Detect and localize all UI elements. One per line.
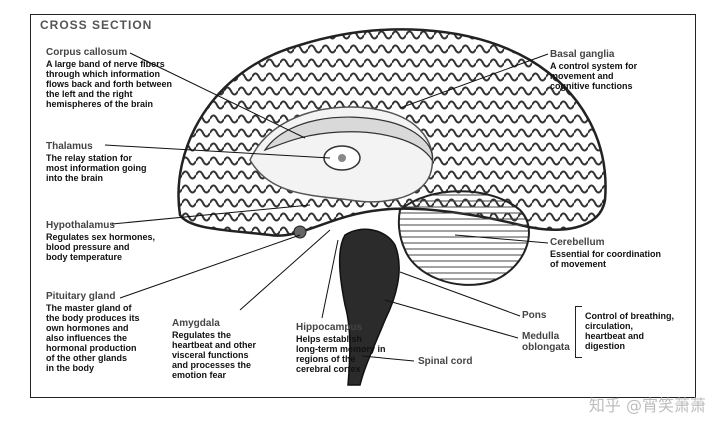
label-pons: Pons [522, 310, 572, 322]
label-pituitary-gland: Pituitary gland The master gland of the … [46, 291, 166, 373]
label-thalamus: Thalamus The relay station for most info… [46, 141, 166, 183]
label-hippocampus: Hippocampus Helps establish long-term me… [296, 322, 406, 374]
label-brainstem-function: Control of breathing, circulation, heart… [585, 311, 690, 351]
label-spinal-cord: Spinal cord [418, 356, 498, 368]
watermark: 知乎 @宵笑萧萧 [589, 392, 706, 416]
label-hypothalamus: Hypothalamus Regulates sex hormones, blo… [46, 220, 166, 262]
label-medulla-oblongata: Medulla oblongata [522, 331, 577, 354]
label-cerebellum: Cerebellum Essential for coordination of… [550, 237, 690, 269]
diagram-title: CROSS SECTION [40, 18, 152, 32]
label-basal-ganglia: Basal ganglia A control system for movem… [550, 49, 680, 91]
label-amygdala: Amygdala Regulates the heartbeat and oth… [172, 318, 282, 380]
label-corpus-callosum: Corpus callosum A large band of nerve fi… [46, 47, 196, 109]
brainstem-bracket [575, 306, 582, 358]
